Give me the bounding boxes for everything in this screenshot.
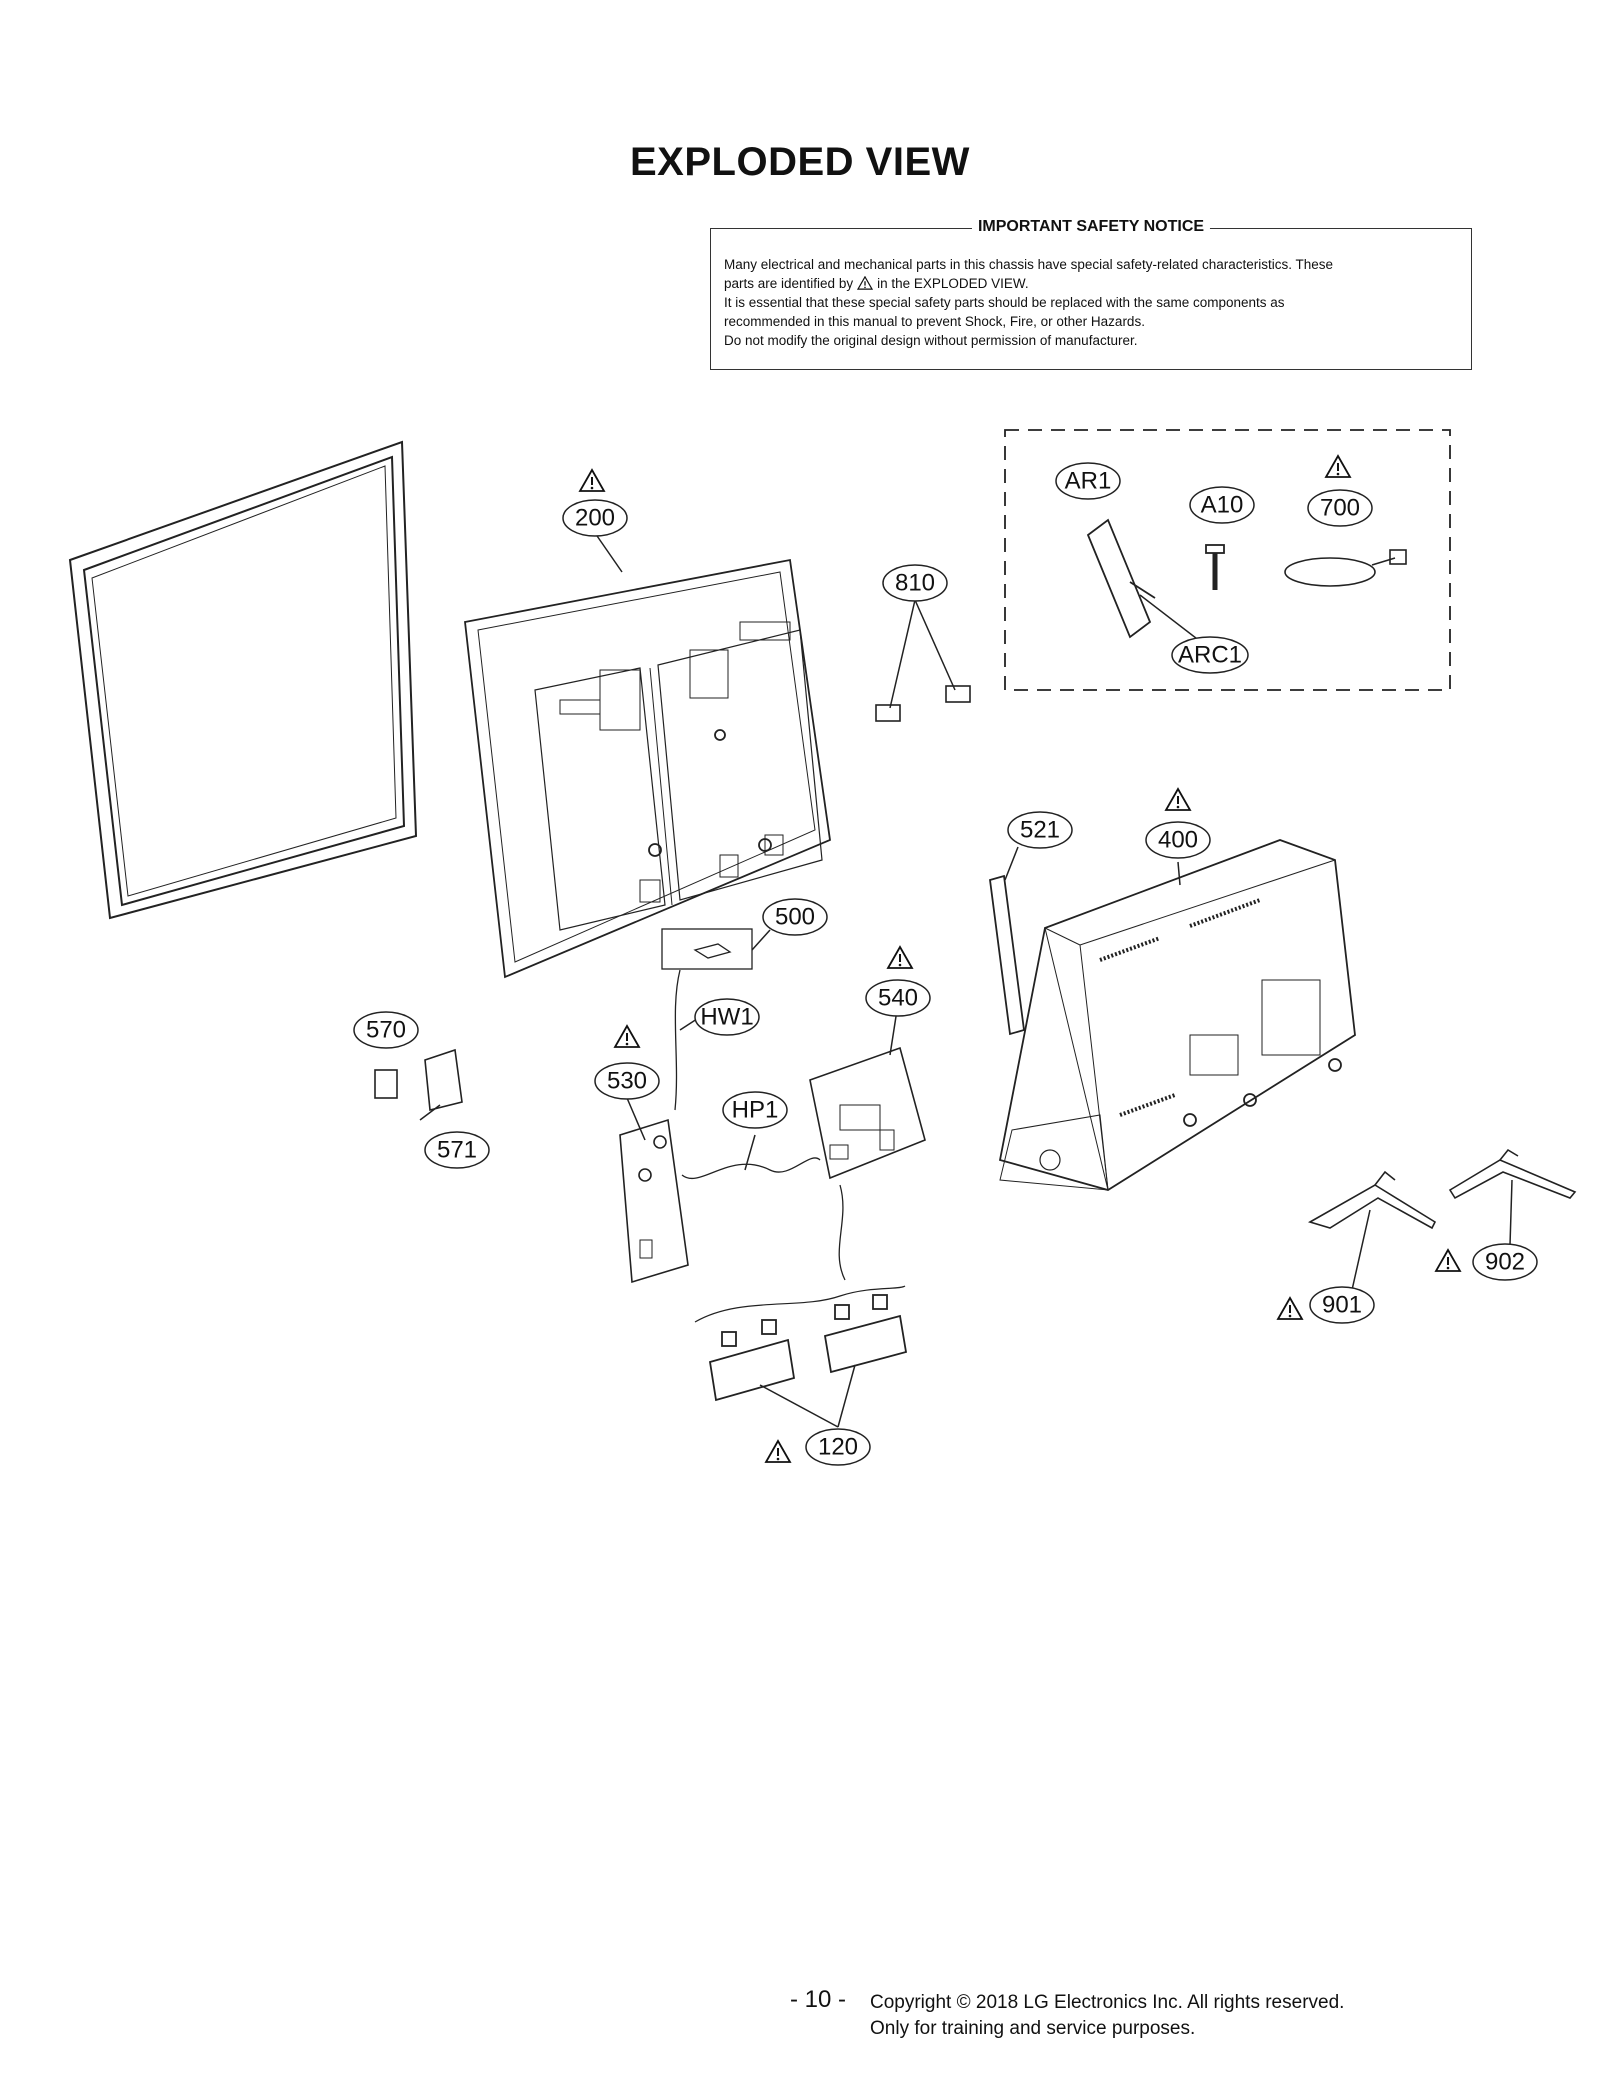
cables <box>674 969 846 1281</box>
notice-line-4: recommended in this manual to prevent Sh… <box>724 314 1145 329</box>
notice-line-3: It is essential that these special safet… <box>724 295 1285 310</box>
accessory-box <box>1004 429 1451 691</box>
warning-triangle-icon <box>1277 1297 1303 1320</box>
callout-571: 571 <box>437 1137 477 1164</box>
callout-hp1: HP1 <box>732 1097 779 1124</box>
warning-triangle-icon <box>1435 1249 1461 1272</box>
warning-triangle-icon <box>1325 455 1351 478</box>
safety-notice-heading: IMPORTANT SAFETY NOTICE <box>971 218 1211 236</box>
leader-lines <box>419 532 1513 1428</box>
screw <box>1205 544 1225 590</box>
notice-line-5: Do not modify the original design withou… <box>724 333 1138 348</box>
notice-line-2a: parts are identified by <box>724 276 854 291</box>
callout-540: 540 <box>878 985 918 1012</box>
warning-triangle-icon <box>765 1440 791 1463</box>
callout-400: 400 <box>1158 827 1198 854</box>
safety-notice-box: IMPORTANT SAFETY NOTICE Many electrical … <box>710 218 1472 370</box>
clips <box>875 685 971 722</box>
copyright-block: Copyright © 2018 LG Electronics Inc. All… <box>870 1990 1344 2042</box>
callout-570: 570 <box>366 1017 406 1044</box>
speakers <box>694 1285 908 1402</box>
display-panel <box>68 440 418 920</box>
back-cover <box>998 839 1356 1191</box>
harness <box>661 928 753 970</box>
callout-ar1: AR1 <box>1065 468 1112 495</box>
small-boards <box>374 1048 463 1112</box>
callout-200: 200 <box>575 505 615 532</box>
callout-120: 120 <box>818 1434 858 1461</box>
notice-line-2: parts are identified by in the EXPLODED V… <box>724 274 1459 293</box>
rear-chassis <box>464 558 831 979</box>
callout-a10: A10 <box>1201 492 1244 519</box>
page-title: EXPLODED VIEW <box>630 140 970 184</box>
side-bracket <box>989 874 1025 1036</box>
page-number: - 10 - <box>790 1986 847 2013</box>
callout-901: 901 <box>1322 1292 1362 1319</box>
safety-notice-body: Many electrical and mechanical parts in … <box>724 255 1459 350</box>
power-cord <box>1284 549 1407 587</box>
callout-530: 530 <box>607 1068 647 1095</box>
callout-arc1: ARC1 <box>1178 642 1242 669</box>
warning-triangle-icon <box>1165 788 1191 811</box>
stands <box>1307 1148 1577 1230</box>
remote-control <box>1086 518 1156 639</box>
warning-triangle-icon <box>887 946 913 969</box>
warning-triangle-icon <box>579 469 605 492</box>
warning-triangle-icon <box>614 1025 640 1048</box>
callout-500: 500 <box>775 904 815 931</box>
callout-hw1: HW1 <box>700 1004 753 1031</box>
training-note: Only for training and service purposes. <box>870 2018 1196 2039</box>
notice-line-1: Many electrical and mechanical parts in … <box>724 257 1334 272</box>
callout-810: 810 <box>895 570 935 597</box>
notice-line-2b: in the EXPLODED VIEW. <box>877 276 1029 291</box>
callout-ellipses <box>353 462 1538 1466</box>
callout-902: 902 <box>1485 1249 1525 1276</box>
callout-700: 700 <box>1320 495 1360 522</box>
main-board <box>809 1046 926 1180</box>
callout-521: 521 <box>1020 817 1060 844</box>
copyright-text: Copyright © 2018 LG Electronics Inc. All… <box>870 1992 1345 2013</box>
power-board <box>619 1118 689 1284</box>
warning-triangle-icon <box>857 276 874 290</box>
